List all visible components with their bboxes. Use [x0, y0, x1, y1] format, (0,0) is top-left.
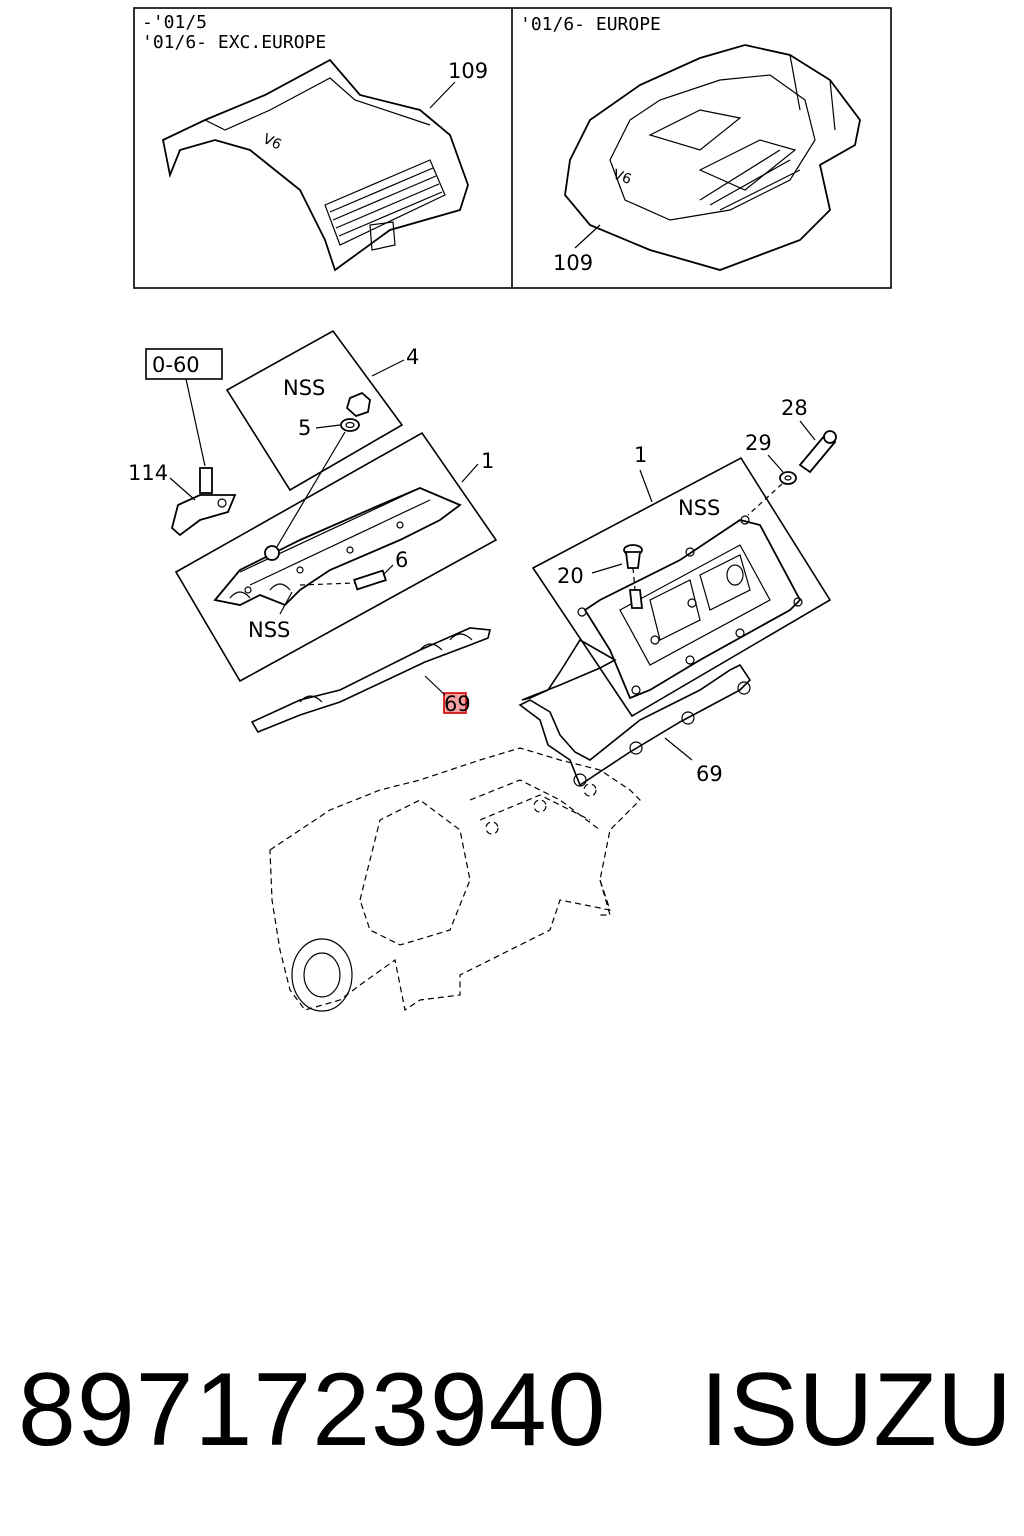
callout-109-right: 109 [553, 251, 593, 275]
cap-seal-ring [340, 418, 360, 432]
engine-cover-right: V6 [564, 44, 861, 271]
left-cover-group-box [174, 431, 498, 683]
head-cover-gasket-left [250, 627, 492, 733]
callout-69-right: 69 [696, 762, 723, 786]
callout-6: 6 [395, 548, 408, 572]
nss-left-label: NSS [248, 618, 290, 642]
bolt-28 [798, 430, 837, 474]
callout-28: 28 [781, 396, 808, 420]
callout-69-highlight [443, 692, 467, 714]
engine-cover-left: V6 [161, 58, 469, 272]
callout-109-left: 109 [448, 59, 488, 83]
right-panel-note: '01/6- EUROPE [520, 14, 661, 35]
nss-cap-label: NSS [283, 376, 325, 400]
oil-filler-tube-20 [623, 544, 644, 609]
left-panel-note-line1: -'01/5 [142, 12, 207, 33]
brand-name: ISUZU [700, 1352, 1012, 1468]
top-inset-panels: -'01/5 '01/6- EXC.EUROPE '01/6- EUROPE V… [133, 7, 892, 289]
v6-emblem-left: V6 [260, 131, 284, 153]
head-cover-gasket-right [518, 638, 752, 787]
oil-filler-cap [345, 391, 371, 418]
cap-group-box [225, 329, 404, 492]
ref-box-frame [145, 348, 223, 380]
part-number: 8971723940 [18, 1352, 607, 1468]
right-cover-group-box [531, 456, 832, 718]
nss-right-label: NSS [678, 496, 720, 520]
callout-20: 20 [557, 564, 584, 588]
callout-114: 114 [128, 461, 168, 485]
callout-29: 29 [745, 431, 772, 455]
callout-4: 4 [406, 345, 419, 369]
footer: 8971723940 ISUZU [0, 1345, 1024, 1475]
engine-block-outline [269, 747, 641, 1011]
cylinder-head-cover-left [213, 487, 462, 607]
cylinder-head-cover-right [577, 515, 803, 700]
pcv-valve-6 [353, 569, 387, 591]
callout-1-left: 1 [481, 449, 494, 473]
parts-diagram: -'01/5 '01/6- EXC.EUROPE '01/6- EUROPE V… [128, 7, 892, 1012]
v6-emblem-right: V6 [611, 167, 634, 188]
bracket-114 [170, 467, 237, 537]
callout-69-left: 69 [444, 692, 471, 716]
washer-29 [779, 471, 797, 485]
ref-box-0-60: 0-60 [152, 353, 200, 377]
callout-5: 5 [298, 416, 311, 440]
main-exploded-view: 0-60 114 4 NSS 5 1 [128, 329, 837, 1012]
crankshaft-pulley [291, 938, 353, 1012]
callout-1-right: 1 [634, 443, 647, 467]
left-panel-note-line2: '01/6- EXC.EUROPE [142, 32, 326, 53]
